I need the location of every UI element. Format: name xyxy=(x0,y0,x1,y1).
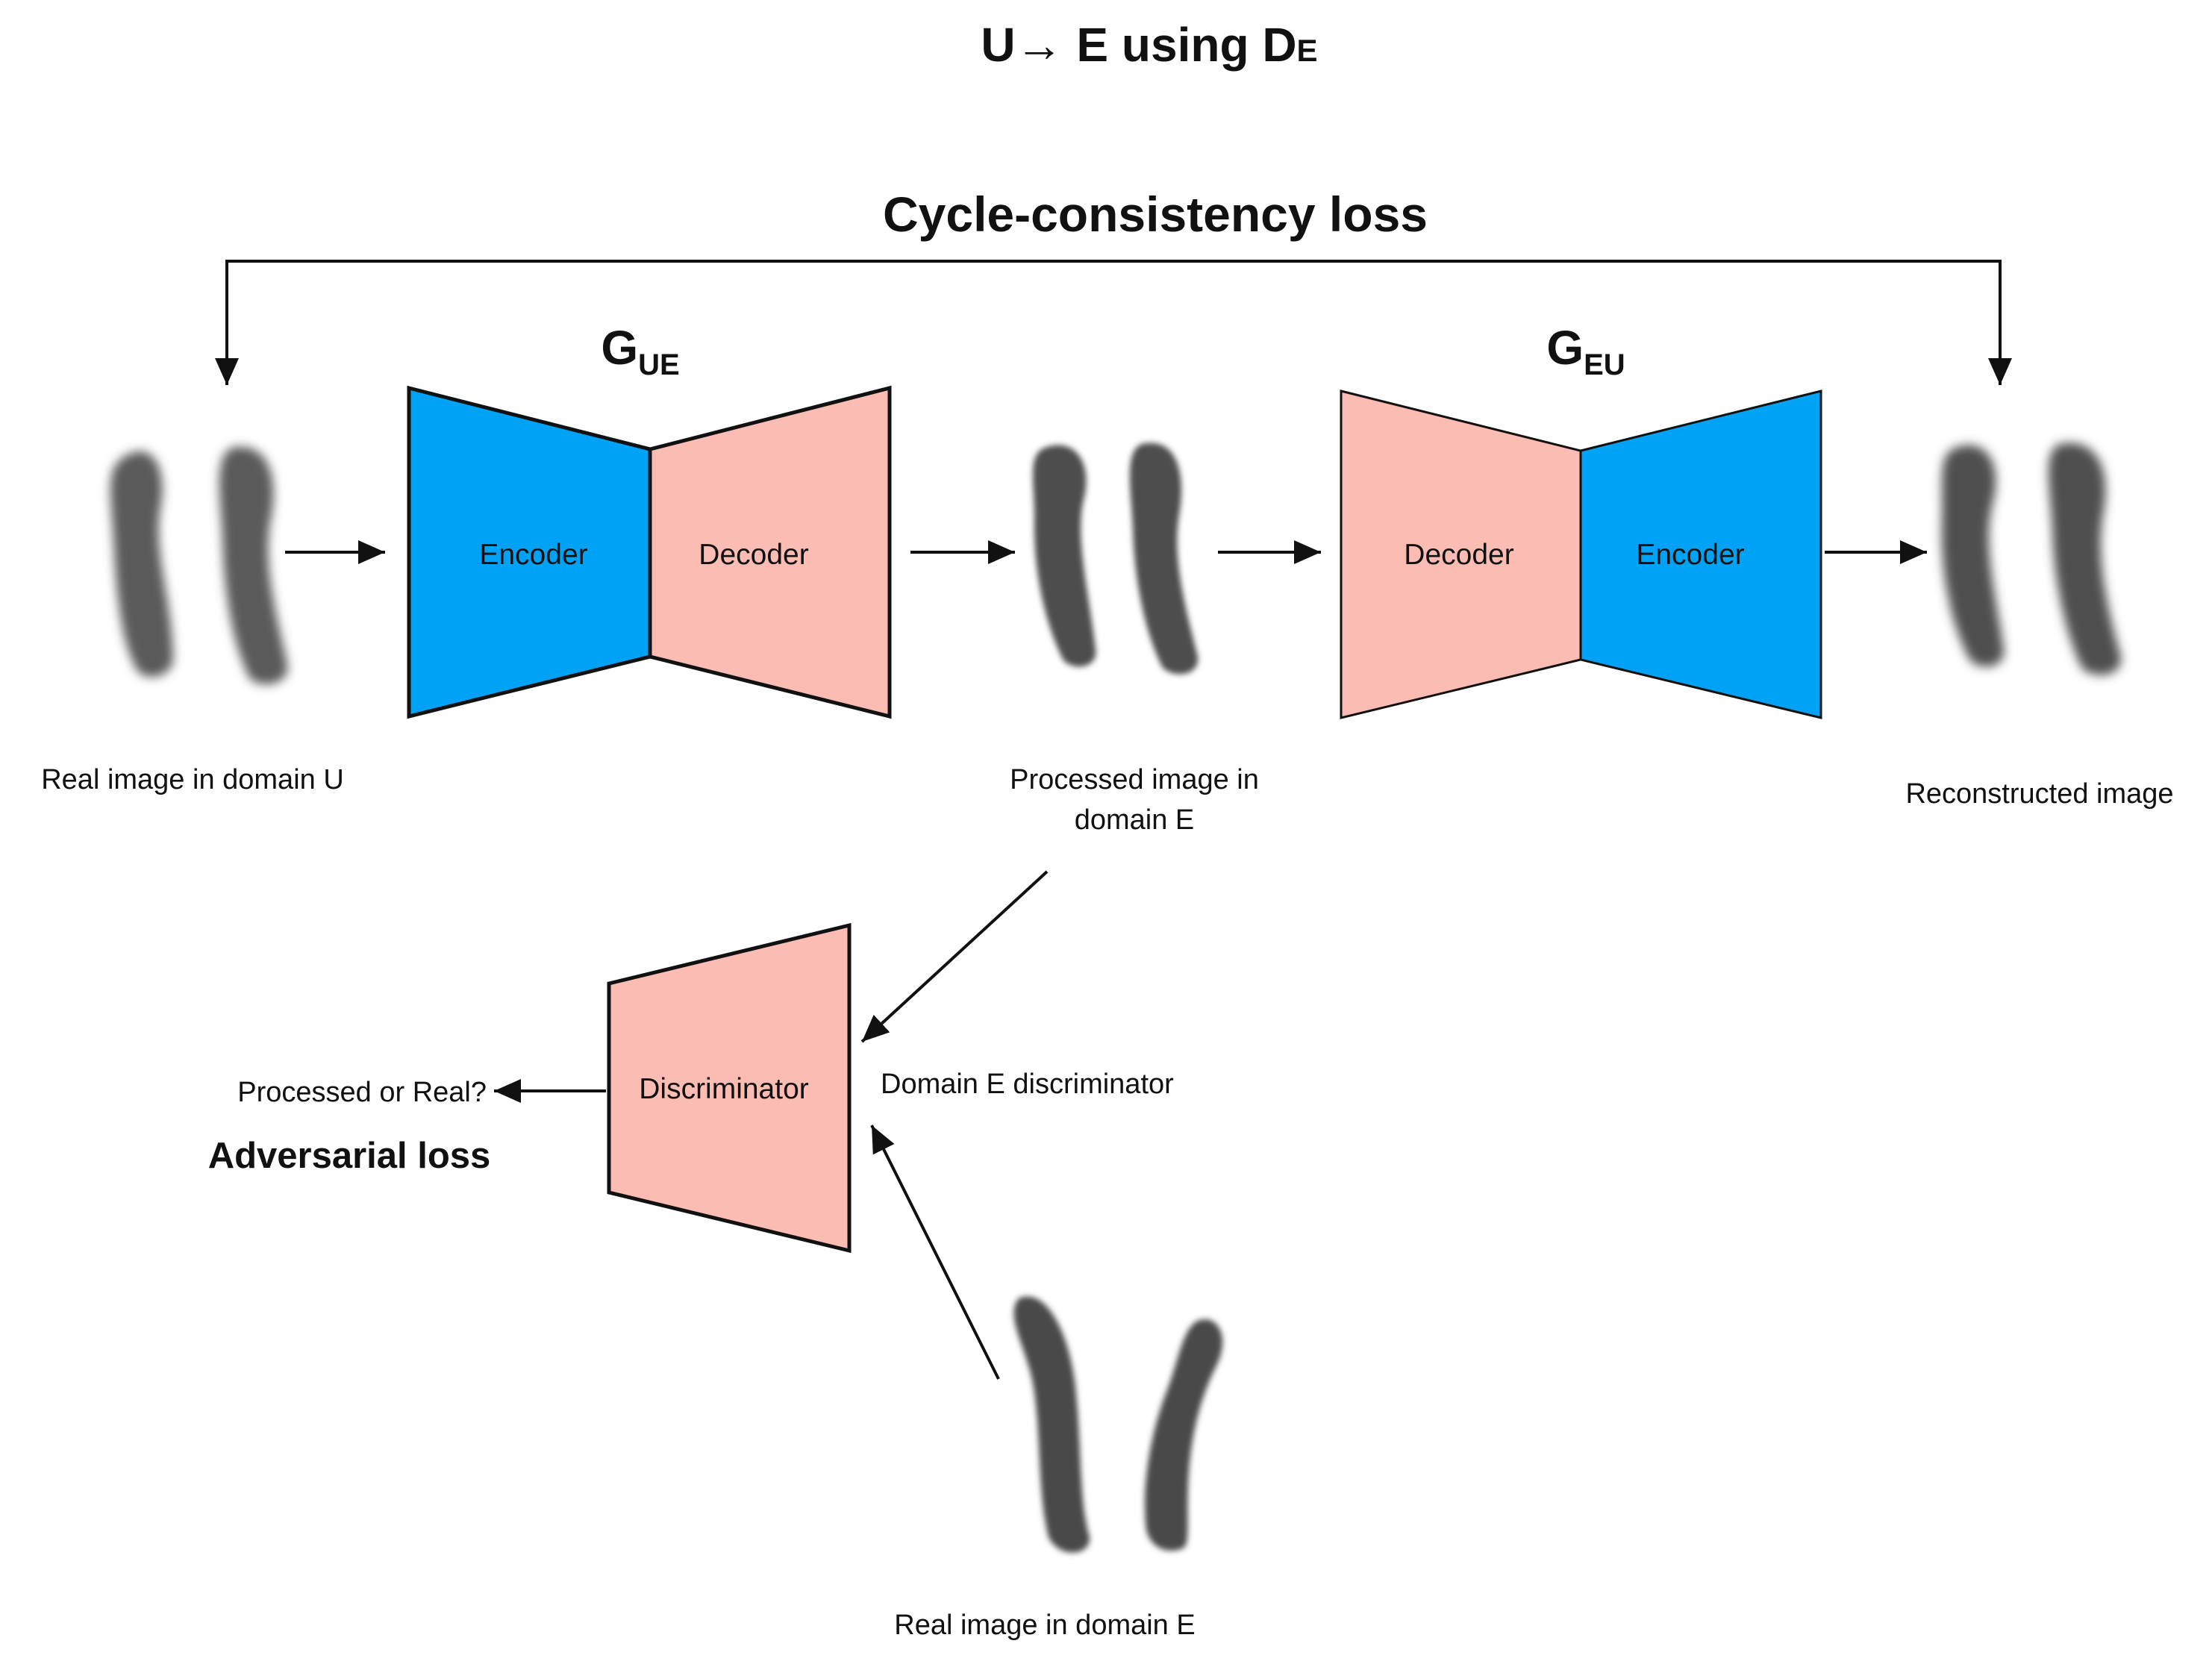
real-image-domain-u xyxy=(110,446,288,685)
chromosome-shape xyxy=(1013,1296,1090,1553)
reconstructed-image xyxy=(1941,442,2122,675)
discriminator-block xyxy=(607,922,852,1254)
real-image-domain-e xyxy=(1013,1296,1223,1553)
adversarial-loss-label: Adversarial loss xyxy=(208,1136,491,1176)
caption-processed-e-line2: domain E xyxy=(1075,804,1195,836)
caption-processed-e-line1: Processed image in xyxy=(1010,764,1259,795)
discriminator-label: Discriminator xyxy=(639,1073,809,1105)
cycle-loss-bracket xyxy=(225,260,2002,381)
chromosome-shape xyxy=(1032,445,1096,667)
chromosome-shape xyxy=(110,451,174,678)
encoder-label-eu: Encoder xyxy=(1636,539,1744,571)
discriminator-caption: Domain E discriminator xyxy=(881,1069,1174,1100)
encoder-label-ue: Encoder xyxy=(479,539,587,571)
arrow-real-e-to-discriminator xyxy=(870,1125,1000,1380)
processed-image-domain-e xyxy=(1032,442,1199,675)
caption-real-e: Real image in domain E xyxy=(894,1610,1195,1641)
encoder-block-eu xyxy=(1579,390,1822,719)
chromosome-shape xyxy=(1129,442,1199,675)
decoder-label-ue: Decoder xyxy=(699,539,808,571)
generator-eu-label: GEU xyxy=(1546,321,1625,381)
discriminator-output-label: Processed or Real? xyxy=(237,1077,487,1108)
decoder-block-ue xyxy=(648,385,892,719)
generator-eu: Decoder Encoder xyxy=(1340,390,1822,719)
caption-reconstructed: Reconstructed image xyxy=(1905,778,2173,810)
decoder-label-eu: Decoder xyxy=(1404,539,1513,571)
caption-real-u: Real image in domain U xyxy=(41,764,344,795)
arrow-processed-to-discriminator xyxy=(860,870,1049,1043)
discriminator: Discriminator xyxy=(607,922,852,1254)
generator-ue: Encoder Decoder xyxy=(407,385,892,719)
diagram-title: U→ E using DE xyxy=(981,18,1317,72)
cycle-loss-label: Cycle-consistency loss xyxy=(883,187,1428,242)
chromosome-shape xyxy=(219,446,288,685)
chromosome-shape xyxy=(1941,445,2005,667)
generator-ue-label: GUE xyxy=(601,321,679,381)
chromosome-shape xyxy=(1145,1319,1223,1551)
chromosome-shape xyxy=(2048,442,2122,675)
